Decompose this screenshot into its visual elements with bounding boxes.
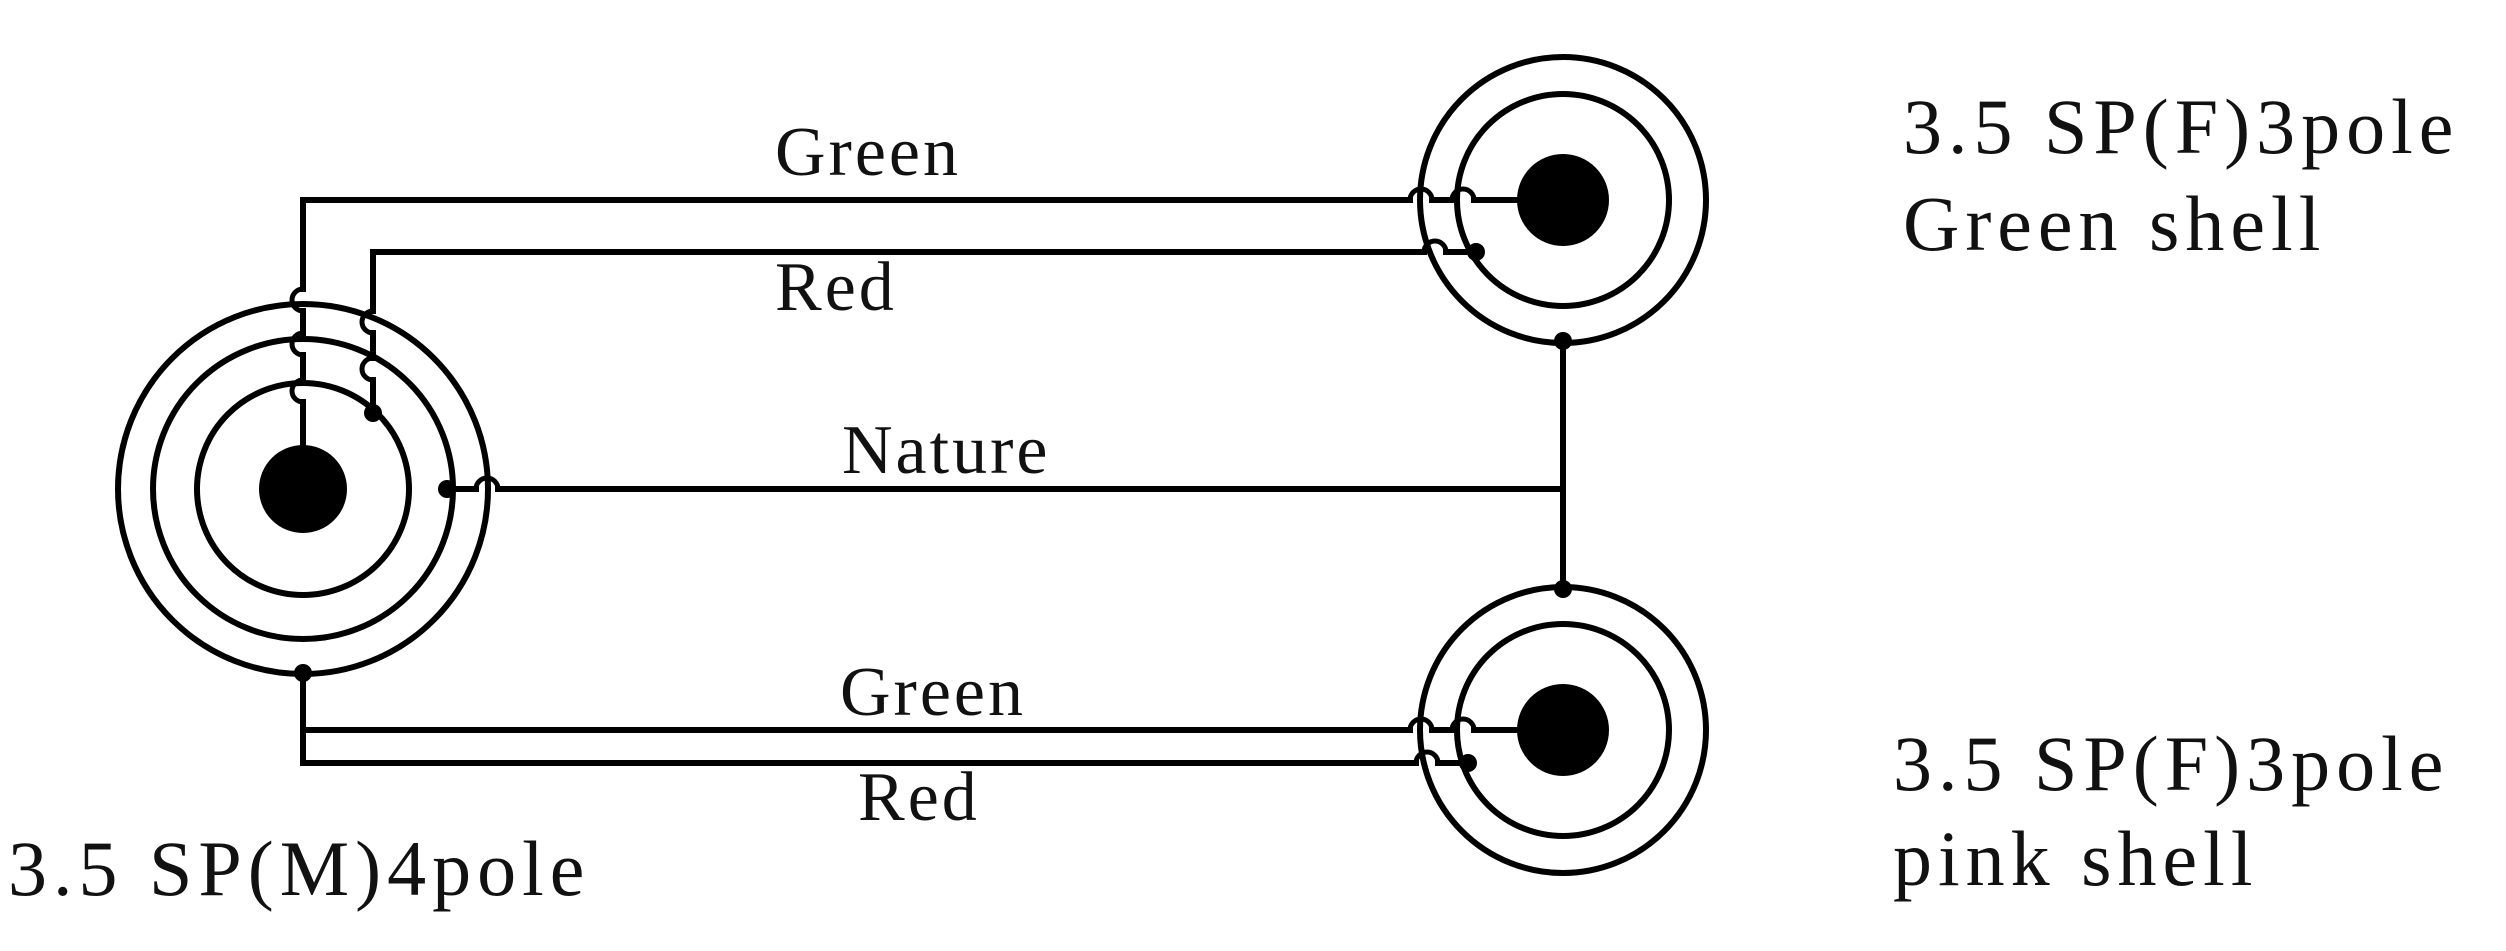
label-female-top-line1: 3.5 SP(F)3pole (1903, 83, 2459, 170)
label-top-red: Red (775, 249, 897, 326)
female-top-inner-ring (1454, 91, 1672, 309)
female-connector-top (1417, 54, 1709, 346)
label-nature: Nature (842, 412, 1050, 489)
wire-bottom-red (300, 727, 1477, 772)
label-female-bottom-line2: pink shell (1893, 815, 2259, 902)
label-female-top-line2: Green shell (1903, 180, 2326, 267)
label-bottom-red: Red (858, 759, 980, 836)
female-bottom-tip (1517, 684, 1609, 776)
female-connector-bottom (1417, 584, 1709, 876)
label-top-green: Green (775, 114, 961, 191)
wire-top-green (289, 186, 1523, 492)
female-bottom-inner-ring (1454, 621, 1672, 839)
wire-top-red (359, 238, 1485, 422)
label-male-connector: 3.5 SP(M)4pole (8, 825, 590, 912)
label-female-bottom-line1: 3.5 SP(F)3pole (1893, 720, 2449, 807)
label-bottom-green: Green (840, 654, 1026, 731)
wire-nature (438, 332, 1572, 598)
female-top-tip (1517, 154, 1609, 246)
